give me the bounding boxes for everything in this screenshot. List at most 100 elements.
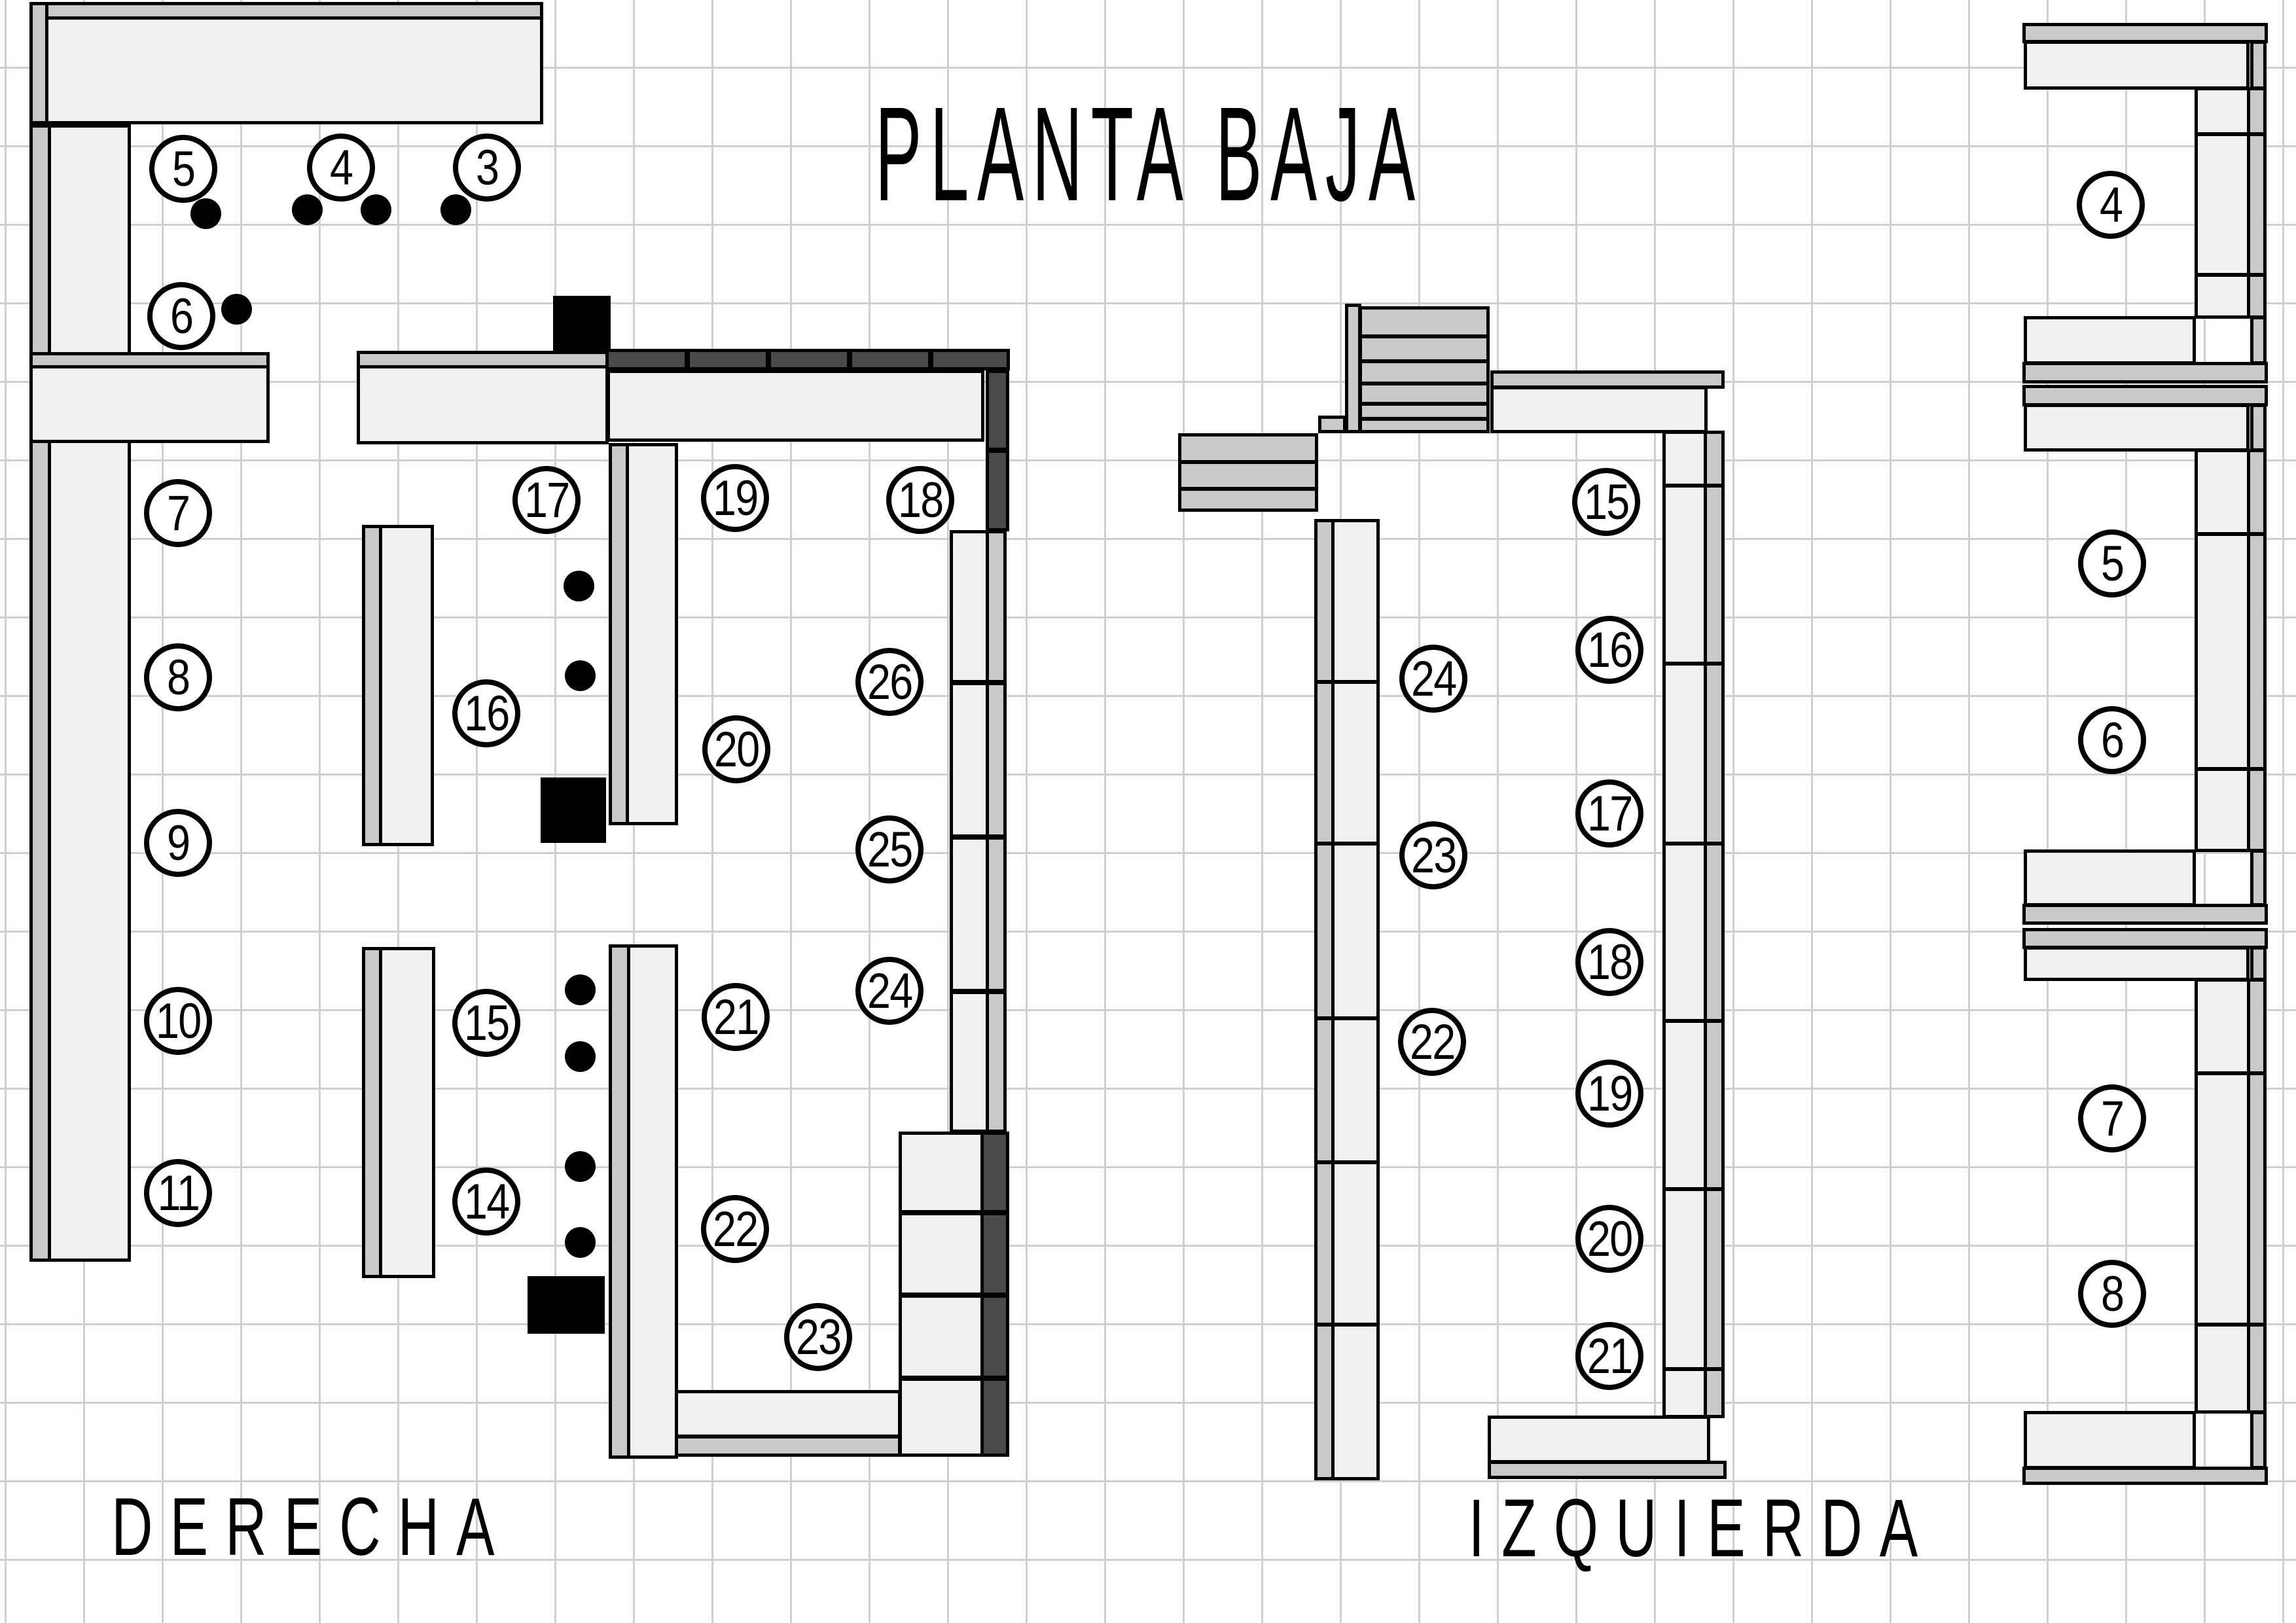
- derecha-dark-vert-seg2: [986, 450, 1009, 531]
- izquierda-rightwall-seg1-strip: [1704, 488, 1721, 662]
- derecha-inner-wall-lower: [609, 944, 678, 1459]
- derecha-midleft-wall-upper: [362, 525, 434, 846]
- black-square-mid: [541, 777, 606, 843]
- derecha-left-bar-cap: [29, 352, 270, 368]
- marker-izquierda-15: 15: [1572, 468, 1640, 536]
- izquierda-rightwall-seg2-strip: [1704, 666, 1721, 842]
- dot-5: [221, 294, 252, 325]
- izquierda-stair-tread3: [1359, 360, 1490, 385]
- derecha-right-top-bar: [607, 370, 984, 442]
- rightcol-unit2-strip-bot: [2250, 849, 2267, 906]
- izquierda-stair-tread4: [1359, 382, 1490, 405]
- derecha-right-low-wall-seg2: [899, 1212, 1009, 1296]
- izquierda-rightwall-seg4-strip: [1704, 1023, 1721, 1187]
- derecha-right-wall-seg4: [950, 991, 1007, 1133]
- marker-right-column-6: 6: [2078, 706, 2146, 774]
- izquierda-leftwall-seg3-strip: [1318, 846, 1335, 1016]
- izquierda-leftwall-seg3: [1314, 842, 1380, 1020]
- izquierda-rightwall-seg1: [1662, 484, 1725, 665]
- derecha-right-wall-seg3: [950, 836, 1007, 992]
- marker-label: 23: [795, 1309, 842, 1365]
- marker-label: 6: [2100, 712, 2125, 768]
- marker-label: 8: [2100, 1266, 2125, 1322]
- izquierda-stair-tread5: [1359, 402, 1490, 420]
- izquierda-rightwall-corner: [1662, 431, 1725, 487]
- rightcol-unit3-arm-bot: [2024, 1411, 2196, 1469]
- derecha-midleft-wall-lower: [362, 947, 435, 1278]
- derecha-right-wall-seg2-strip: [986, 685, 1003, 834]
- rightcol-unit3-col-seg1: [2195, 978, 2267, 1075]
- dot-8: [565, 974, 596, 1005]
- rightcol-unit2-col-seg2: [2195, 533, 2267, 770]
- marker-label: 21: [713, 989, 759, 1045]
- marker-label: 6: [170, 288, 194, 344]
- rightcol-unit2-strip-top: [2250, 404, 2267, 452]
- izquierda-rightwall-seg5-strip: [1704, 1191, 1721, 1367]
- marker-label: 3: [475, 139, 499, 196]
- dot-10: [565, 1151, 596, 1182]
- izquierda-leftwall-seg2-strip: [1318, 684, 1335, 842]
- rightcol-unit1-arm-bot: [2024, 316, 2196, 365]
- izquierda-foot-body: [1488, 1416, 1710, 1463]
- dot-9: [565, 1041, 596, 1072]
- izquierda-stair-tread2: [1359, 335, 1490, 363]
- marker-label: 18: [1587, 934, 1633, 990]
- marker-derecha-9: 9: [144, 809, 212, 877]
- derecha-right-low-wall-seg4-strip: [980, 1381, 1006, 1454]
- marker-derecha-3: 3: [453, 134, 521, 202]
- rightcol-unit2-col-seg3-strip: [2247, 771, 2263, 849]
- marker-derecha-4: 4: [307, 134, 375, 202]
- marker-label: 26: [867, 654, 913, 710]
- marker-label: 15: [1583, 474, 1630, 530]
- marker-derecha-17: 17: [512, 466, 581, 534]
- marker-label: 15: [463, 995, 510, 1051]
- izquierda-bar1: [1178, 433, 1318, 463]
- derecha-dark-vert-seg1: [986, 370, 1009, 451]
- marker-label: 11: [157, 1165, 200, 1221]
- marker-derecha-22: 22: [701, 1195, 769, 1263]
- marker-label: 20: [713, 721, 760, 777]
- rightcol-unit1-cap-bot: [2022, 362, 2268, 383]
- marker-izquierda-23: 23: [1399, 821, 1467, 889]
- rightcol-unit3-col-seg2-strip: [2247, 1075, 2263, 1323]
- marker-label: 14: [463, 1173, 510, 1230]
- marker-derecha-26: 26: [855, 648, 924, 716]
- marker-label: 19: [712, 470, 759, 526]
- rightcol-unit2-arm-bot: [2024, 849, 2196, 906]
- izquierda-leftwall-seg6-strip: [1318, 1327, 1335, 1477]
- izquierda-rightwall-seg6-strip: [1704, 1371, 1721, 1415]
- marker-right-column-5: 5: [2078, 529, 2146, 597]
- izquierda-leftwall-seg4: [1314, 1017, 1380, 1164]
- derecha-right-low-wall-seg4: [899, 1378, 1009, 1457]
- marker-derecha-18: 18: [886, 466, 954, 534]
- derecha-bottom-bar-strip: [672, 1435, 901, 1457]
- izquierda-leftwall-seg5: [1314, 1161, 1380, 1326]
- derecha-mid-bar-cap: [357, 351, 609, 368]
- marker-label: 18: [897, 472, 944, 528]
- rightcol-unit3-strip-top: [2250, 946, 2267, 981]
- marker-label: 10: [155, 993, 202, 1049]
- derecha-right-wall-seg3-strip: [986, 840, 1003, 989]
- dot-11: [565, 1227, 596, 1258]
- rightcol-unit3-col-seg1-strip: [2247, 982, 2263, 1071]
- rightcol-unit1-col-seg2-strip: [2247, 136, 2263, 273]
- derecha-right-wall-seg1: [950, 530, 1007, 683]
- page-title: PLANTA BAJA: [875, 79, 1424, 229]
- derecha-right-wall-seg1-strip: [986, 533, 1003, 680]
- marker-right-column-7: 7: [2078, 1084, 2146, 1152]
- marker-derecha-23: 23: [784, 1303, 852, 1371]
- rightcol-unit2-arm-top: [2024, 404, 2250, 452]
- marker-label: 25: [867, 821, 913, 878]
- derecha-inner-wall-upper: [609, 443, 678, 825]
- rightcol-unit2-col-seg1: [2195, 449, 2267, 535]
- dot-4: [440, 194, 471, 225]
- marker-label: 9: [166, 815, 190, 871]
- izquierda-stair-step: [1318, 416, 1346, 433]
- izquierda-rightwall-seg3-strip: [1704, 846, 1721, 1019]
- derecha-right-wall-seg2: [950, 682, 1007, 838]
- marker-izquierda-22: 22: [1398, 1008, 1466, 1076]
- marker-izquierda-19: 19: [1575, 1060, 1643, 1128]
- marker-label: 5: [2100, 535, 2125, 592]
- marker-izquierda-18: 18: [1575, 928, 1643, 996]
